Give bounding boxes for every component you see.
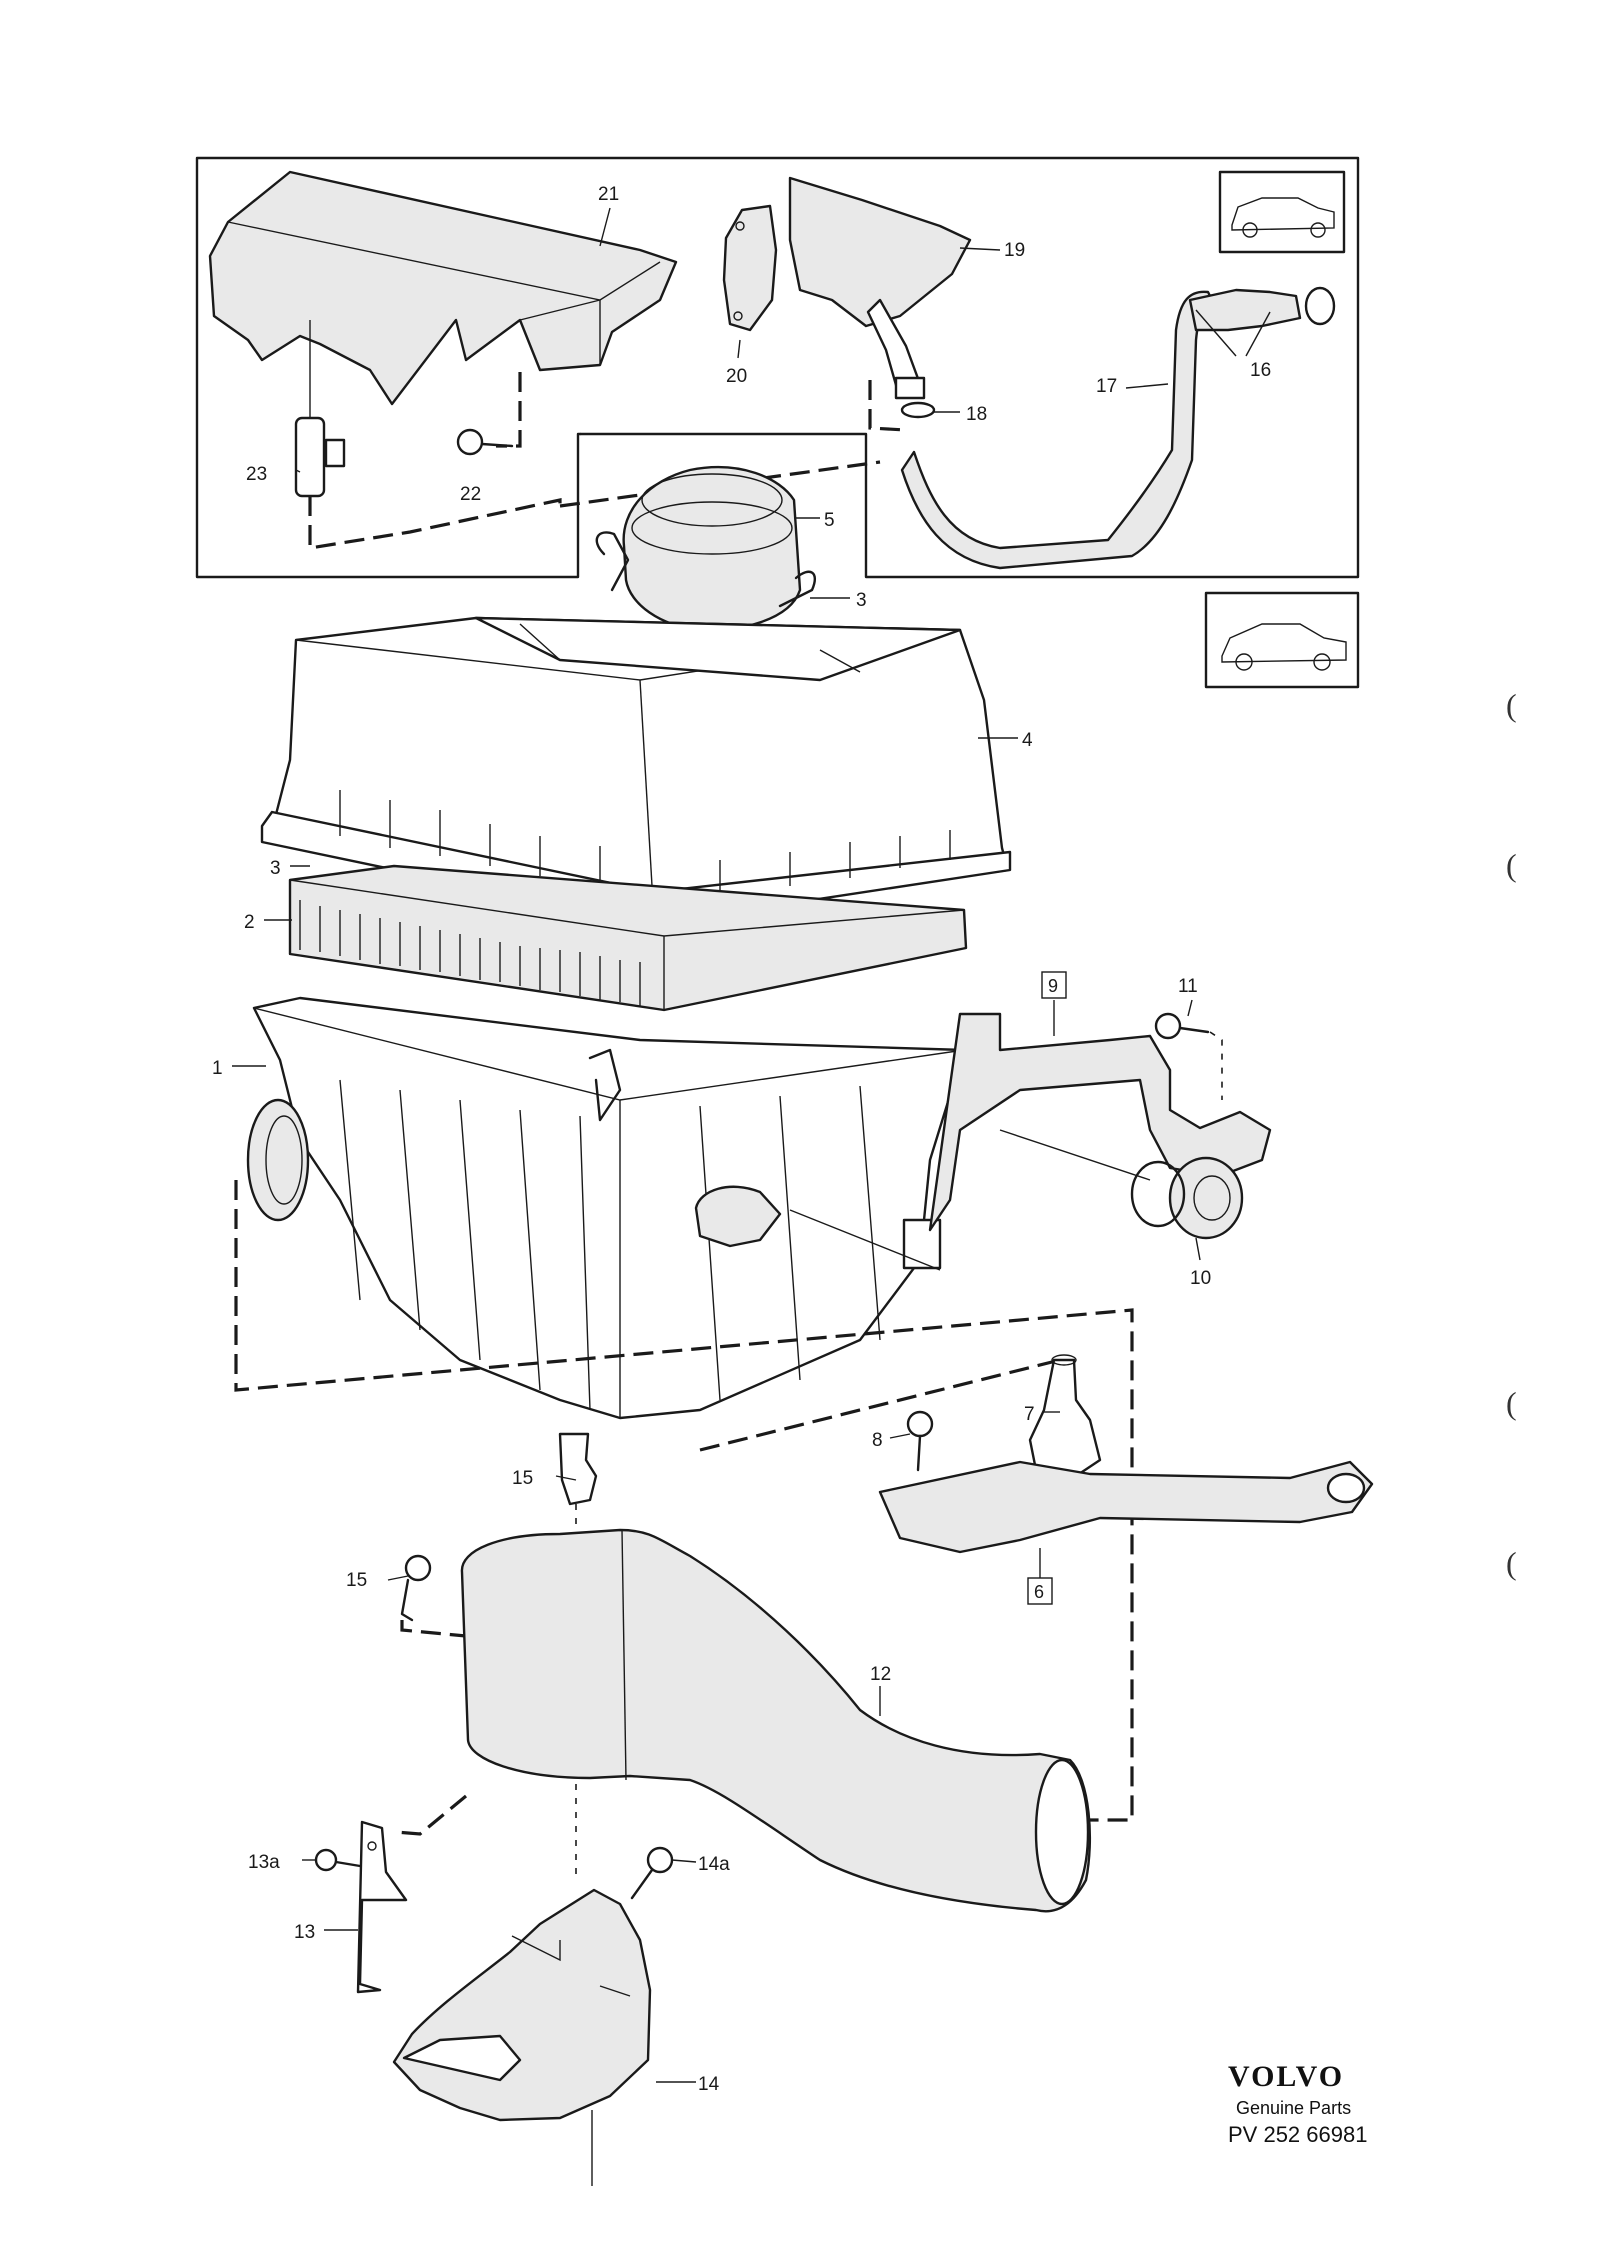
assembly-link-line — [1209, 1031, 1223, 1100]
screw-part — [906, 1410, 934, 1472]
assembly-link-line — [496, 372, 522, 448]
assembly-link-line — [868, 380, 907, 432]
margin-mark: ( — [1506, 847, 1517, 883]
callout-11: 11 — [1178, 976, 1198, 997]
plug-part — [400, 1554, 432, 1622]
callout-19: 19 — [1004, 240, 1025, 261]
rubber-duct-part — [622, 465, 802, 632]
callout-12: 12 — [870, 1664, 891, 1685]
leader-lines — [232, 207, 1271, 2083]
inset-frame — [195, 156, 1360, 579]
assembly-link-line — [395, 1794, 468, 1836]
filter-housing-lower-part — [246, 996, 966, 1420]
assembly-link-line — [699, 1358, 1061, 1452]
callout-1: 1 — [212, 1058, 223, 1079]
callout-14a: 14a — [698, 1854, 730, 1875]
screw-part — [314, 1848, 362, 1872]
callout-22: 22 — [460, 484, 481, 505]
air-filter-element-part — [288, 864, 968, 1012]
spring-clip-part — [588, 1048, 622, 1122]
assembly-link-line — [400, 1620, 467, 1638]
hose-bracket-part — [356, 1820, 408, 1994]
mounting-bracket-part — [722, 204, 778, 332]
callout-4: 4 — [1022, 730, 1033, 751]
volvo-logo: VOLVO — [1228, 2060, 1344, 2093]
intake-scoop-part — [392, 1888, 652, 2122]
air-inlet-funnel-part — [788, 176, 972, 400]
assembly-guide-line — [789, 1129, 1151, 1271]
screw-part — [1154, 1012, 1210, 1040]
part-number-label: PV 252 66981 — [1228, 2122, 1367, 2147]
callout-6-box — [1027, 1577, 1053, 1605]
callout-2: 2 — [244, 912, 255, 933]
mount-bracket-part — [878, 1460, 1374, 1554]
callout-8: 8 — [872, 1430, 883, 1451]
callout-6: 6 — [1034, 1582, 1044, 1602]
callout-13: 13 — [294, 1922, 315, 1943]
margin-mark: ( — [1506, 1545, 1517, 1581]
car-thumbnail-wagon-icon — [1218, 170, 1346, 254]
margin-mark: ( — [1506, 687, 1517, 723]
callout-17: 17 — [1096, 376, 1117, 397]
housing-bracket-part — [928, 1012, 1272, 1232]
air-intake-hose-part — [460, 1528, 1092, 1913]
callout-20: 20 — [726, 366, 747, 387]
assembly-link-line — [234, 1180, 1134, 1822]
callout-10: 10 — [1190, 1268, 1211, 1289]
filter-cover-part — [260, 616, 1012, 926]
heat-shield-part — [208, 170, 678, 406]
spring-clip-part — [595, 531, 817, 608]
callout-23: 23 — [246, 464, 267, 485]
screw-part — [630, 1846, 674, 1900]
callout-15-upper: 15 — [512, 1468, 533, 1489]
callout-7: 7 — [1024, 1404, 1035, 1425]
connector-pipe-part — [294, 320, 346, 498]
callout-3-top: 3 — [856, 590, 867, 611]
rubber-grommet-part — [1130, 1156, 1244, 1240]
screw-part — [456, 428, 514, 456]
callout-3-side: 3 — [270, 858, 281, 879]
car-thumbnail-sedan-icon — [1204, 591, 1360, 689]
callout-13a: 13a — [248, 1852, 280, 1873]
housing-mount-stud-part — [694, 1185, 942, 1270]
o-ring-part — [900, 401, 936, 419]
margin-mark: ( — [1506, 1385, 1517, 1421]
callout-5: 5 — [824, 510, 835, 531]
callout-14: 14 — [698, 2074, 720, 2095]
callout-16: 16 — [1250, 360, 1271, 381]
hose-end-pieces-part — [1188, 286, 1336, 332]
intake-hose-part — [900, 290, 1218, 570]
callout-9-box — [1041, 971, 1067, 999]
rubber-mount-part — [1028, 1354, 1102, 1482]
callout-9: 9 — [1048, 976, 1058, 996]
callout-15-lower: 15 — [346, 1570, 367, 1591]
genuine-parts-label: Genuine Parts — [1236, 2098, 1351, 2118]
callout-18: 18 — [966, 404, 987, 425]
callout-21: 21 — [598, 184, 619, 205]
